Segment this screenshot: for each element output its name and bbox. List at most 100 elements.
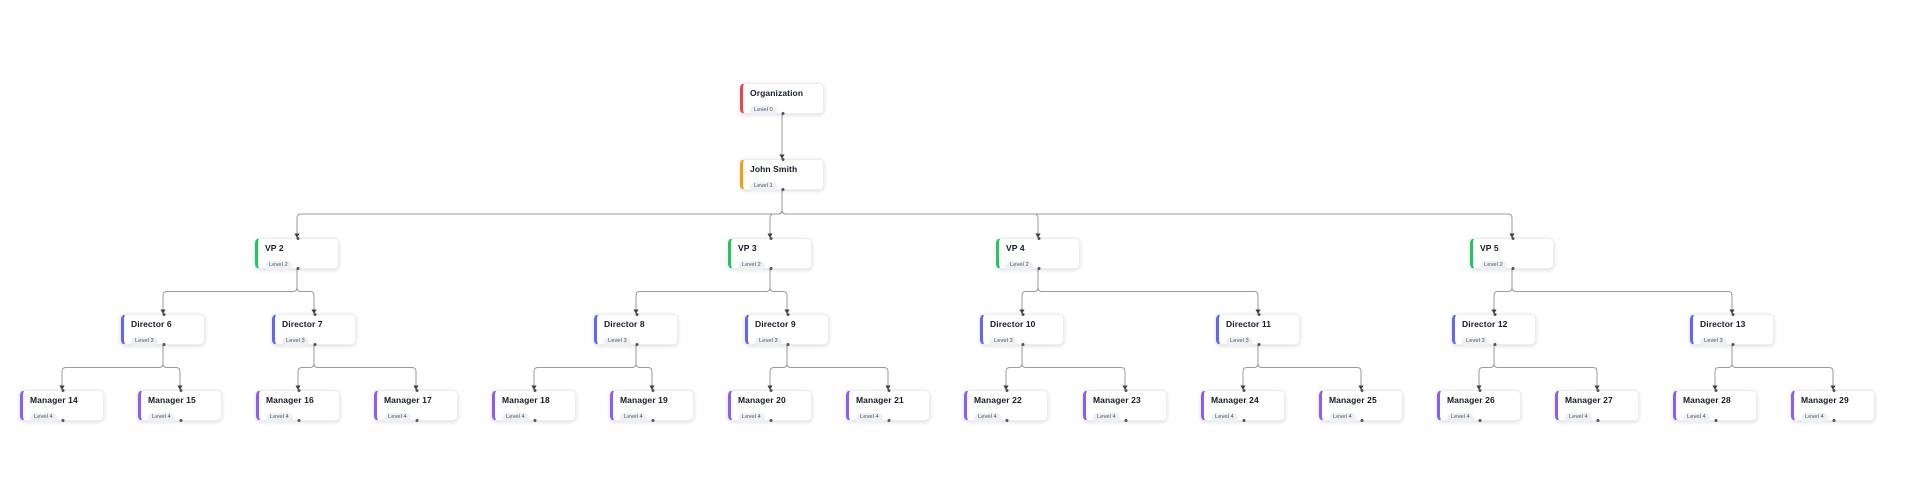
org-node-manager-18[interactable]: Manager 18 Level 4 bbox=[492, 389, 576, 423]
org-node-director-9[interactable]: Director 9 Level 3 bbox=[745, 313, 829, 347]
target-handle bbox=[1714, 389, 1718, 392]
source-handle bbox=[1005, 419, 1009, 422]
target-handle bbox=[179, 389, 183, 392]
source-handle bbox=[1596, 419, 1600, 422]
target-handle bbox=[1478, 389, 1482, 392]
target-handle bbox=[1021, 313, 1025, 316]
source-handle bbox=[162, 343, 166, 346]
node-title: Organization bbox=[750, 88, 804, 98]
edge-director-7-to-manager-16 bbox=[297, 345, 315, 386]
target-handle bbox=[297, 389, 301, 392]
level-badge: Level 3 bbox=[755, 337, 782, 347]
node-title: Manager 23 bbox=[1093, 395, 1141, 405]
node-title: VP 4 bbox=[1006, 243, 1025, 253]
org-node-manager-20[interactable]: Manager 20 Level 4 bbox=[728, 389, 812, 423]
node-title: Manager 18 bbox=[502, 395, 550, 405]
source-handle bbox=[296, 267, 300, 270]
level-badge: Level 2 bbox=[265, 261, 292, 271]
node-title: Director 9 bbox=[755, 319, 796, 329]
target-handle bbox=[1257, 313, 1261, 316]
edge-vp-4-to-director-10 bbox=[1021, 269, 1039, 310]
org-node-manager-26[interactable]: Manager 26 Level 4 bbox=[1437, 389, 1521, 423]
level-badge: Level 4 bbox=[856, 413, 883, 423]
node-title: Manager 22 bbox=[974, 395, 1022, 405]
edge-vp-4-to-director-11 bbox=[1037, 269, 1259, 310]
source-handle bbox=[1511, 267, 1515, 270]
target-handle bbox=[1242, 389, 1246, 392]
edge-director-8-to-manager-18 bbox=[533, 345, 637, 386]
edge-john-smith-to-vp-3 bbox=[769, 190, 783, 234]
org-node-manager-23[interactable]: Manager 23 Level 4 bbox=[1083, 389, 1167, 423]
target-handle bbox=[313, 313, 317, 316]
target-handle bbox=[887, 389, 891, 392]
level-badge: Level 4 bbox=[1447, 413, 1474, 423]
target-handle bbox=[415, 389, 419, 392]
node-title: Manager 26 bbox=[1447, 395, 1495, 405]
source-handle bbox=[887, 419, 891, 422]
node-title: Manager 20 bbox=[738, 395, 786, 405]
node-title: Director 7 bbox=[282, 319, 323, 329]
target-handle bbox=[781, 158, 785, 161]
level-badge: Level 0 bbox=[750, 106, 777, 116]
level-badge: Level 4 bbox=[1211, 413, 1238, 423]
level-badge: Level 4 bbox=[266, 413, 293, 423]
org-node-vp-3[interactable]: VP 3 Level 2 bbox=[728, 237, 812, 271]
target-handle bbox=[1124, 389, 1128, 392]
edge-vp-3-to-director-9 bbox=[769, 269, 788, 310]
level-badge: Level 3 bbox=[1462, 337, 1489, 347]
target-handle bbox=[1037, 237, 1041, 240]
level-badge: Level 4 bbox=[738, 413, 765, 423]
target-handle bbox=[635, 313, 639, 316]
edge-vp-5-to-director-13 bbox=[1511, 269, 1733, 310]
level-badge: Level 4 bbox=[620, 413, 647, 423]
target-handle bbox=[533, 389, 537, 392]
source-handle bbox=[651, 419, 655, 422]
level-badge: Level 3 bbox=[1226, 337, 1253, 347]
source-handle bbox=[1731, 343, 1735, 346]
level-badge: Level 2 bbox=[738, 261, 765, 271]
level-badge: Level 4 bbox=[502, 413, 529, 423]
source-handle bbox=[781, 112, 785, 115]
source-handle bbox=[1832, 419, 1836, 422]
source-handle bbox=[1493, 343, 1497, 346]
target-handle bbox=[296, 237, 300, 240]
node-title: Manager 14 bbox=[30, 395, 78, 405]
node-title: VP 3 bbox=[738, 243, 757, 253]
node-title: VP 5 bbox=[1480, 243, 1499, 253]
level-badge: Level 4 bbox=[148, 413, 175, 423]
edge-director-6-to-manager-14 bbox=[61, 345, 164, 386]
node-title: Manager 29 bbox=[1801, 395, 1849, 405]
source-handle bbox=[781, 188, 785, 191]
edge-vp-5-to-director-12 bbox=[1493, 269, 1513, 310]
source-handle bbox=[61, 419, 65, 422]
level-badge: Level 4 bbox=[1093, 413, 1120, 423]
edge-john-smith-to-vp-2 bbox=[296, 190, 783, 234]
target-handle bbox=[61, 389, 65, 392]
source-handle bbox=[1714, 419, 1718, 422]
